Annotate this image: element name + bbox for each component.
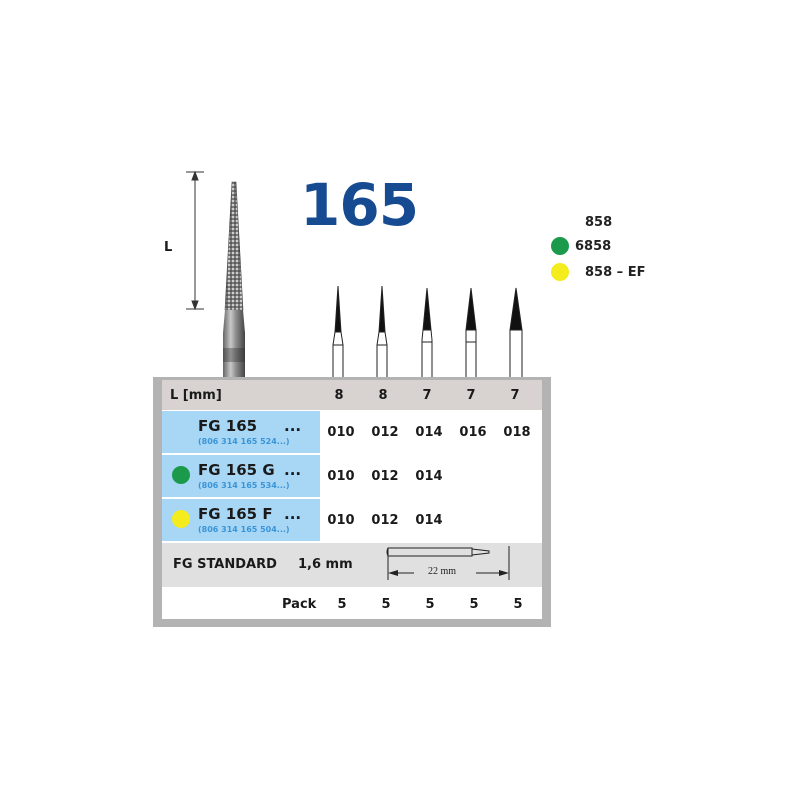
bur-outline-icon-2: [376, 285, 388, 380]
shank-diameter: 1,6 mm: [298, 557, 353, 572]
length-value: 8: [334, 388, 344, 403]
product-row-fg165: FG 165 ... (806 314 165 524...): [162, 411, 320, 453]
size-value: 010: [327, 469, 355, 484]
shank-diagram-icon: [386, 546, 510, 580]
legend-item-858-ef: 858 – EF: [585, 265, 645, 280]
pack-value: 5: [337, 597, 347, 612]
length-value: 7: [422, 388, 432, 403]
pack-label: Pack: [282, 597, 317, 612]
size-value: 012: [371, 469, 399, 484]
legend-label: 858: [585, 215, 613, 230]
length-dimension-icon: [186, 170, 204, 311]
product-ellipsis: ...: [284, 417, 302, 435]
size-value: 016: [459, 425, 487, 440]
length-value: 7: [466, 388, 476, 403]
bur-outline-icon-5: [509, 287, 523, 380]
size-value: 014: [415, 425, 443, 440]
bur-illustration: [186, 170, 245, 383]
bur-size-outlines: [332, 285, 523, 380]
product-name: FG 165 G: [198, 461, 275, 479]
shank-length: 22 mm: [428, 566, 457, 577]
yellow-dot-icon: [172, 510, 190, 528]
length-label: L: [164, 240, 173, 255]
length-value: 8: [378, 388, 388, 403]
legend-item-6858: 6858: [575, 239, 611, 254]
shank-type-label: FG STANDARD: [173, 557, 277, 572]
size-value: 010: [327, 425, 355, 440]
length-header-label: L [mm]: [170, 388, 222, 403]
product-name: FG 165 F: [198, 505, 273, 523]
size-value: 012: [371, 513, 399, 528]
product-code: (806 314 165 524...): [198, 437, 290, 446]
pack-value: 5: [381, 597, 391, 612]
model-number-title: 165: [300, 171, 419, 239]
length-value: 7: [510, 388, 520, 403]
variant-legend: 858 6858 858 – EF: [545, 208, 685, 288]
green-dot-icon: [172, 466, 190, 484]
bur-outline-icon-3: [421, 287, 433, 380]
legend-label: 6858: [575, 239, 612, 254]
pack-value: 5: [513, 597, 523, 612]
legend-label: 858 – EF: [585, 265, 646, 280]
size-value: 010: [327, 513, 355, 528]
size-value: 014: [415, 513, 443, 528]
bur-outline-icon-1: [332, 285, 344, 380]
pack-value: 5: [469, 597, 479, 612]
product-row-fg165g: FG 165 G ... (806 314 165 534...): [162, 455, 320, 497]
product-code: (806 314 165 504...): [198, 525, 290, 534]
size-value: 012: [371, 425, 399, 440]
product-code: (806 314 165 534...): [198, 481, 290, 490]
product-row-fg165f: FG 165 F ... (806 314 165 504...): [162, 499, 320, 541]
product-name: FG 165: [198, 417, 258, 435]
length-header-row: [162, 380, 542, 410]
size-value: 014: [415, 469, 443, 484]
green-dot-icon: [551, 237, 569, 255]
bur-outline-icon-4: [465, 287, 477, 380]
pack-value: 5: [425, 597, 435, 612]
product-ellipsis: ...: [284, 461, 302, 479]
shank-row: [162, 543, 542, 587]
yellow-dot-icon: [551, 263, 569, 281]
product-ellipsis: ...: [284, 505, 302, 523]
size-value: 018: [503, 425, 531, 440]
legend-item-858: 858: [585, 215, 612, 230]
